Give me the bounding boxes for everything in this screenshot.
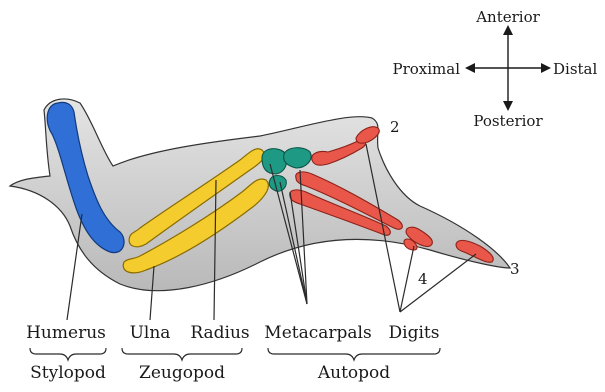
stylopod-brace <box>30 348 106 360</box>
ulna-label: Ulna <box>130 323 171 343</box>
digits-label: Digits <box>389 323 440 343</box>
digit-number-4: 4 <box>418 270 428 288</box>
zeugopod-label: Zeugopod <box>139 363 225 383</box>
humerus-label: Humerus <box>26 323 106 343</box>
digit-number-3: 3 <box>510 260 520 278</box>
compass-arrows <box>470 30 546 106</box>
stylopod-label: Stylopod <box>30 363 106 383</box>
autopod-label: Autopod <box>317 363 390 383</box>
zeugopod-brace <box>122 348 242 360</box>
posterior-label: Posterior <box>473 112 543 130</box>
radius-label: Radius <box>190 323 249 343</box>
distal-label: Distal <box>553 60 597 78</box>
anterior-label: Anterior <box>475 8 540 26</box>
digit-number-2: 2 <box>390 118 400 136</box>
proximal-label: Proximal <box>392 60 460 78</box>
metacarpals-label: Metacarpals <box>264 323 371 343</box>
autopod-brace <box>268 348 440 360</box>
